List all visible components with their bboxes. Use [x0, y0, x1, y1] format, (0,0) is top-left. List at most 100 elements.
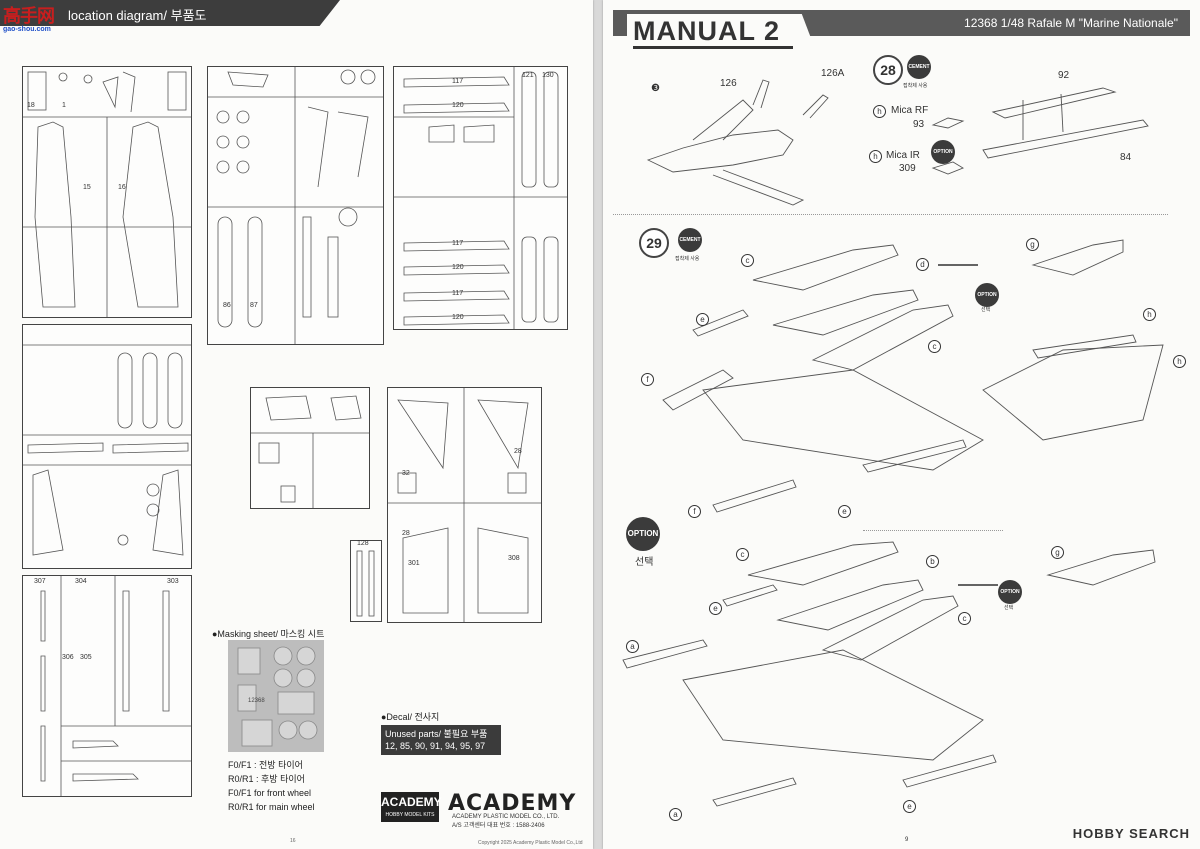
manual-page: MANUAL 2 12368 1/48 Rafale M "Marine Nat…: [603, 0, 1200, 849]
page-number: 9: [905, 837, 909, 843]
callout-h: h: [1173, 355, 1186, 368]
sprue-b: [207, 66, 384, 345]
mica-ir-part: 309: [899, 163, 916, 174]
unused-title: Unused parts/ 불필요 부품: [385, 729, 488, 739]
page-number: 16: [290, 838, 296, 844]
part-label: 18: [27, 102, 35, 109]
sprue-d: [22, 324, 192, 569]
part-label: 117: [452, 240, 464, 247]
decal-title: ●Decal/ 전사지: [381, 712, 440, 722]
part-label: 28: [514, 448, 522, 455]
unused-parts-box: Unused parts/ 불필요 부품 12, 85, 90, 91, 94,…: [381, 725, 501, 755]
callout-b: b: [926, 555, 939, 568]
callout-h: h: [873, 105, 886, 118]
sprue-g-drawing: [388, 388, 541, 622]
part-label: 306: [62, 654, 74, 661]
callout-a: a: [669, 808, 682, 821]
mica-rf-part: 93: [913, 119, 925, 130]
callout-e: e: [838, 505, 851, 518]
callout-f: f: [641, 373, 654, 386]
sprue-c: [393, 66, 568, 330]
step-28: 28: [873, 55, 903, 85]
sprue-a-drawing: [23, 71, 191, 317]
callout-c: c: [928, 340, 941, 353]
sprue-d-drawing: [23, 344, 191, 556]
callout-c: c: [736, 548, 749, 561]
cement-kr: 접착제 사용: [675, 256, 700, 262]
part-label: 120: [452, 102, 464, 109]
sprue-h: [350, 540, 382, 622]
part-label: 28: [402, 530, 410, 537]
part-label: 117: [452, 290, 464, 297]
part-label: 120: [452, 264, 464, 271]
callout-a: a: [626, 640, 639, 653]
callout-c: c: [958, 612, 971, 625]
part-label: 117: [452, 78, 464, 85]
callout-e: e: [696, 313, 709, 326]
copyright: Copyright 2025 Academy Plastic Model Co.…: [478, 840, 583, 846]
part-label: 305: [80, 654, 92, 661]
kit-title: 12368 1/48 Rafale M "Marine Nationale": [964, 16, 1178, 30]
cement-kr: 접착제 사용: [903, 83, 928, 89]
manual-title: MANUAL 2: [633, 16, 781, 46]
step-marker: ❸: [651, 83, 660, 94]
unused-list: 12, 85, 90, 91, 94, 95, 97: [385, 741, 486, 751]
cement-badge: CEMENT: [907, 55, 931, 79]
part-label: 92: [1058, 70, 1070, 81]
callout-h: h: [869, 150, 882, 163]
sprue-e-drawing: [40, 576, 191, 796]
wheel-notes: F0/F1 : 전방 타이어 R0/R1 : 후방 타이어 F0/F1 for …: [228, 758, 315, 814]
option-badge: OPTION: [931, 140, 955, 164]
part-label: 304: [75, 578, 87, 585]
header-title: location diagram/ 부품도: [68, 8, 207, 23]
callout-h: h: [1143, 308, 1156, 321]
part-label: 1: [62, 102, 66, 109]
callout-e: e: [903, 800, 916, 813]
hobby-search-logo: HOBBY SEARCH: [1072, 826, 1190, 841]
option-badge: OPTION: [975, 283, 999, 307]
part-label: 308: [508, 555, 520, 562]
part-label: 120: [452, 314, 464, 321]
callout-g: g: [1051, 546, 1064, 559]
academy-company: ACADEMY PLASTIC MODEL CO., LTD.A/S 고객센터 …: [452, 814, 560, 829]
callout-e: e: [709, 602, 722, 615]
part-label: 130: [542, 72, 554, 79]
mica-ir: Mica IR: [886, 150, 920, 161]
part-label: 121: [522, 72, 534, 79]
masking-sheet-title: ●Masking sheet/ 마스킹 시트: [212, 629, 325, 639]
part-label: 16: [118, 184, 126, 191]
callout-f: f: [688, 505, 701, 518]
sprue-h-drawing: [356, 550, 375, 617]
callout-c: c: [741, 254, 754, 267]
part-label: 86: [223, 302, 231, 309]
part-label: 84: [1120, 152, 1132, 163]
option-section-badge: OPTION: [626, 517, 660, 551]
wheel-note: R0/R1 for main wheel: [228, 802, 315, 812]
option-kr: 선택: [981, 307, 991, 313]
part-label: 126: [720, 78, 737, 89]
masking-sheet-drawing: 12368: [237, 646, 318, 747]
manual-header: MANUAL 2 12368 1/48 Rafale M "Marine Nat…: [613, 10, 1190, 54]
mask-code: 12368: [248, 698, 265, 704]
callout-g: g: [1026, 238, 1039, 251]
sprue-e: [22, 575, 192, 797]
mica-rf: Mica RF: [891, 105, 929, 116]
part-label: 128: [357, 540, 369, 547]
part-label: 303: [167, 578, 179, 585]
option-section-kr: 선택: [635, 557, 654, 568]
sprue-g: [387, 387, 542, 623]
masking-sheet: 12368: [228, 640, 324, 752]
wheel-note: R0/R1 : 후방 타이어: [228, 774, 305, 784]
part-label: 126A: [821, 68, 845, 79]
option-badge: OPTION: [998, 580, 1022, 604]
sprue-f: [250, 387, 370, 509]
assembly-illustrations: [622, 79, 1164, 807]
sprue-c-drawing: [394, 67, 567, 329]
wheel-note: F0/F1 for front wheel: [228, 788, 312, 798]
sprue-a: [22, 66, 192, 318]
part-label: 307: [34, 578, 46, 585]
callout-d: d: [916, 258, 929, 271]
